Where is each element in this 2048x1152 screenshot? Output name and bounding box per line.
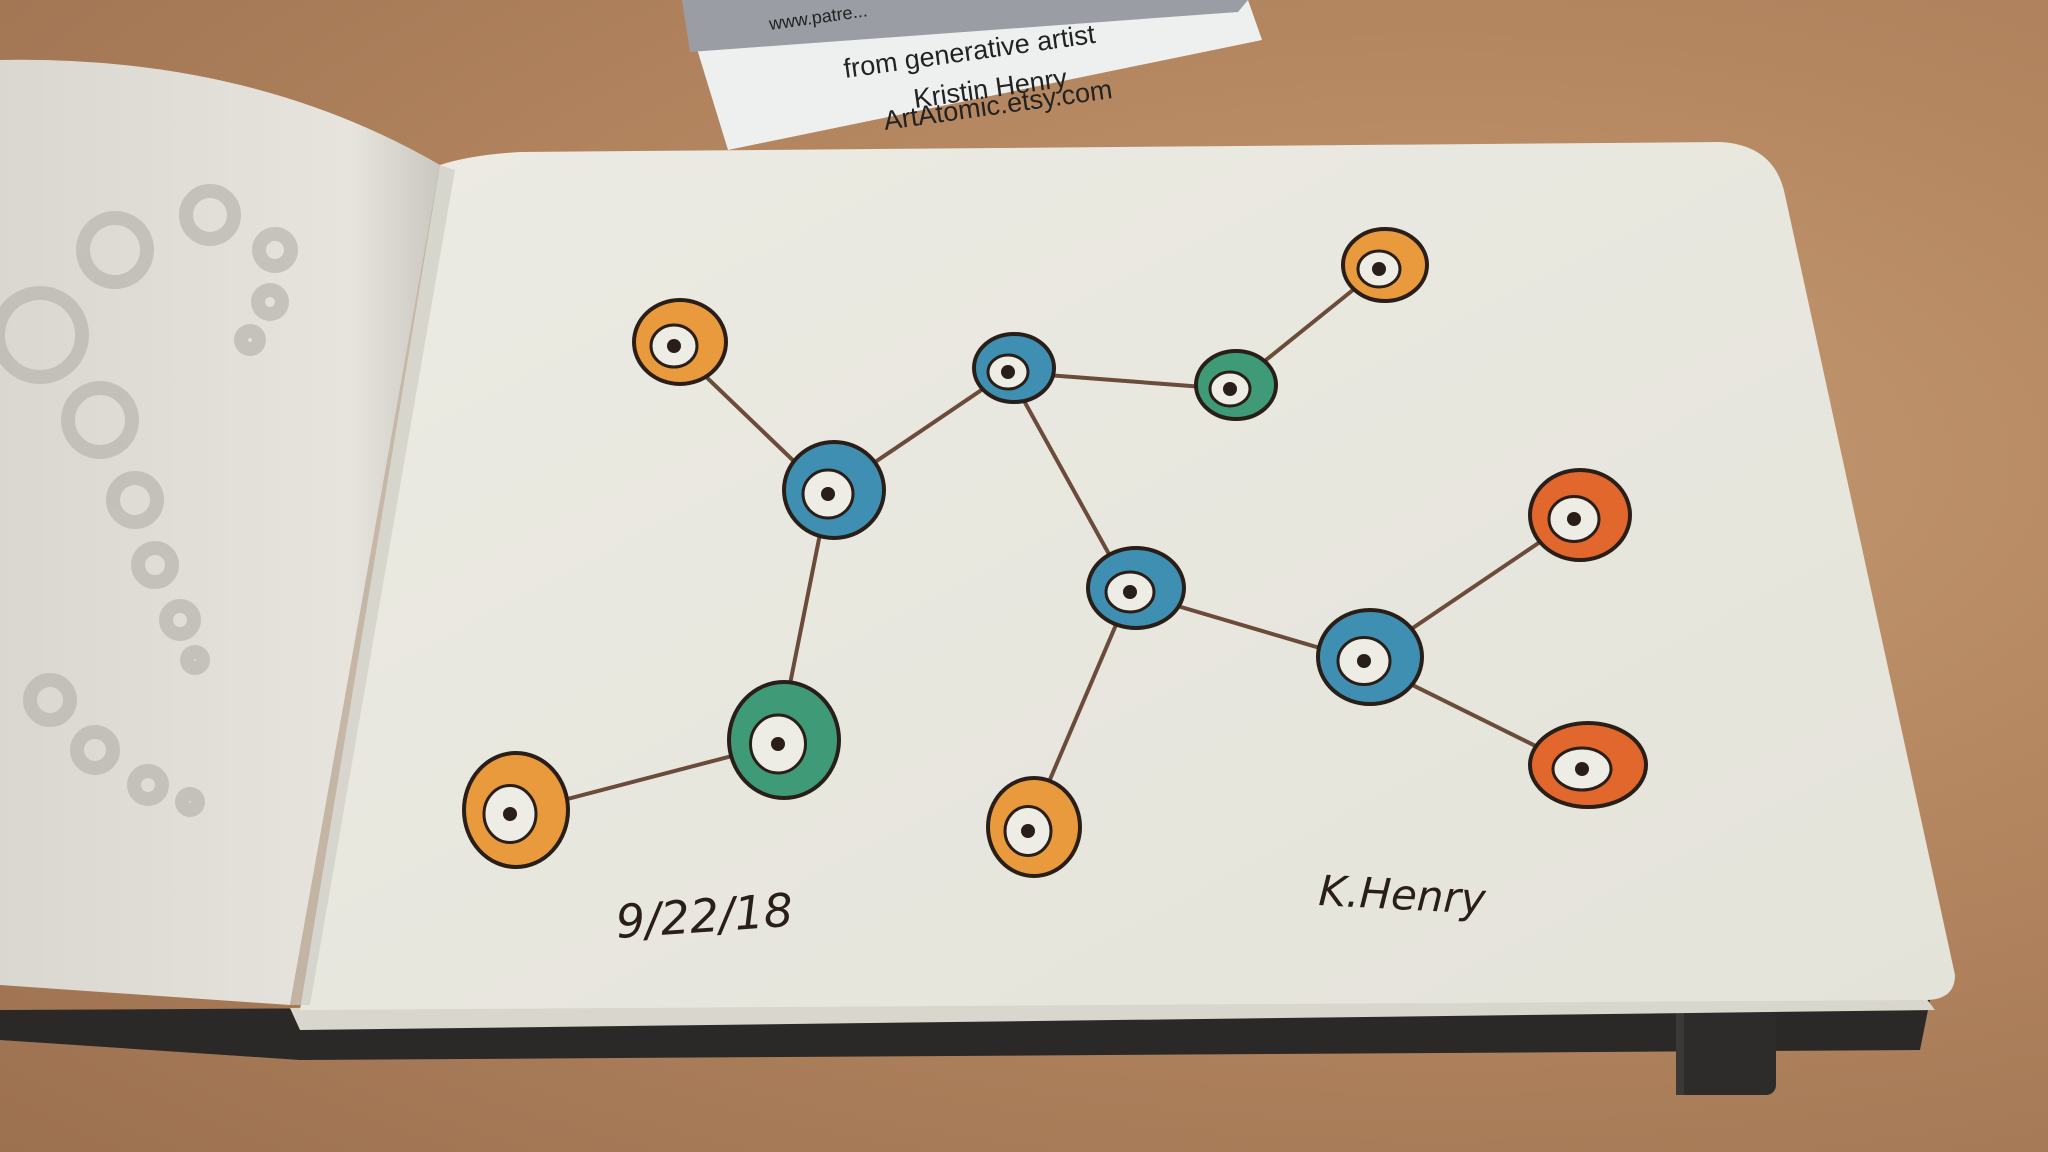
atom-node	[1194, 349, 1278, 421]
atom-nucleus-dot	[1575, 762, 1589, 776]
atom-nucleus-dot	[1021, 824, 1035, 838]
atom-nucleus-dot	[503, 807, 517, 821]
atom-nucleus-dot	[1123, 585, 1137, 599]
faint-circles	[0, 184, 298, 817]
atom-node	[1341, 227, 1429, 303]
gutter-shadow	[290, 165, 455, 1005]
atom-node	[972, 332, 1056, 404]
atom-node	[1528, 468, 1632, 562]
atom-nucleus-dot	[1372, 262, 1386, 276]
atom-nucleus-dot	[771, 737, 785, 751]
atom-nucleus-dot	[1001, 365, 1015, 379]
atom-nucleus-dot	[821, 487, 835, 501]
atom-node	[1086, 546, 1186, 630]
atom-nucleus-dot	[1357, 654, 1371, 668]
atom-node	[727, 680, 841, 800]
business-card: www.patre... from generative artist Kris…	[682, 0, 1262, 150]
left-page	[0, 59, 440, 1006]
atom-nucleus-dot	[1223, 382, 1237, 396]
atom-network-drawing	[462, 227, 1648, 878]
atom-node	[1316, 608, 1424, 706]
atom-node	[986, 776, 1082, 878]
atom-nucleus-dot	[667, 339, 681, 353]
atom-node	[632, 298, 728, 386]
node-layer	[462, 227, 1648, 878]
signature: K.Henry	[1317, 866, 1488, 924]
atom-nucleus-dot	[1567, 512, 1581, 526]
atom-node	[1528, 721, 1648, 809]
date-label: 9/22/18	[614, 883, 795, 949]
atom-node	[462, 751, 570, 869]
atom-node	[782, 440, 886, 540]
